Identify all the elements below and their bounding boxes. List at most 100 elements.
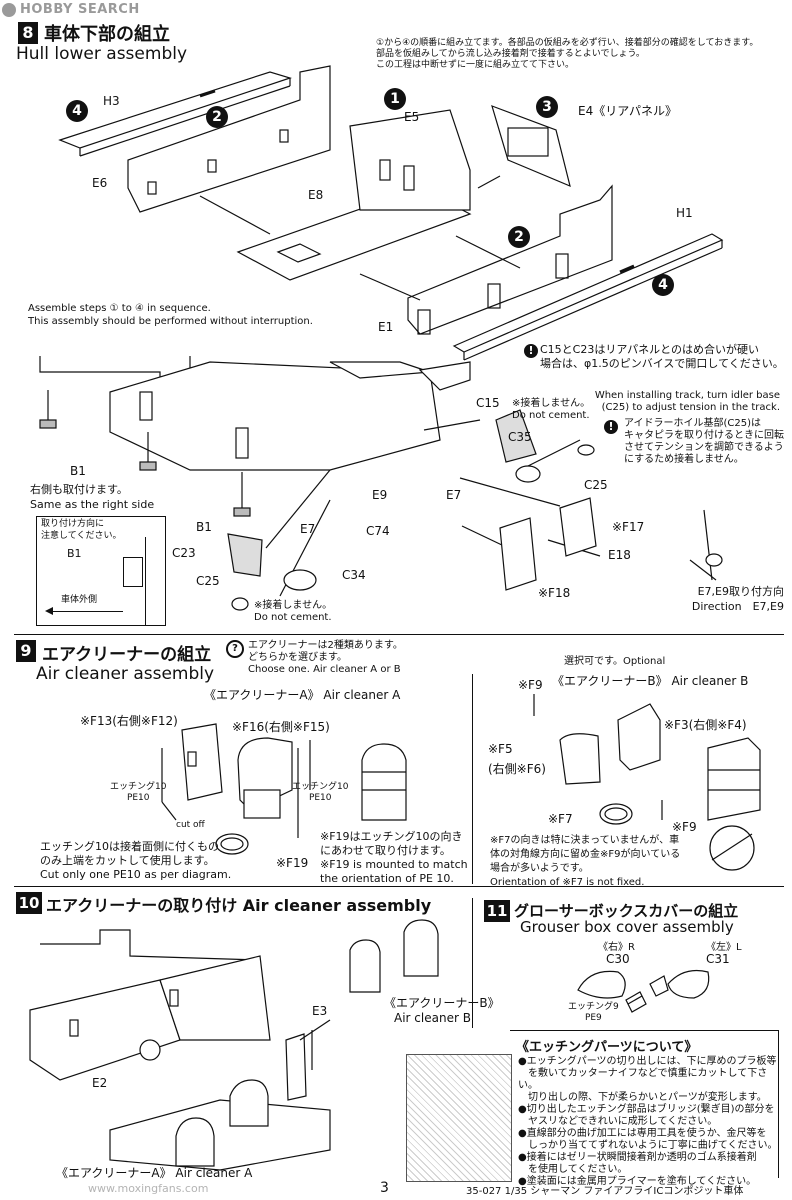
step-8-note-en-line1: Assemble steps ① to ④ in sequence. <box>28 303 211 314</box>
idler-note-jp: C15とC23はリアパネルとのはめ合いが硬い 場合は、φ1.5のピンバイスで開口… <box>540 343 784 371</box>
watermark-badge <box>2 3 16 17</box>
part-label-e3: E3 <box>312 1004 328 1018</box>
no-cement-jp: ※接着しません。 <box>512 398 591 409</box>
no-cement2-en: Do not cement. <box>254 612 332 623</box>
air-cleaner-b-title: 《エアクリーナーB》 Air cleaner B <box>552 674 749 688</box>
direction-note-jp-line1: 取り付け方向に <box>41 519 105 529</box>
e7-e9-direction-jp: E7,E9取り付方向 <box>697 585 784 598</box>
track-note-jp-line2: キャタピラを取り付けるときに回転 <box>624 430 784 441</box>
f7-note: ※F7の向きは特に決まっていませんが、車 体の対角線方向に留め金※F9が向いてい… <box>490 834 680 890</box>
etching-box-right-rule <box>778 1030 779 1178</box>
etching-note-6: ●直線部分の曲げ加工には専用工具を使うか、金尺等を <box>518 1128 767 1139</box>
pe10-label-right: エッチング10 PE10 <box>292 782 348 804</box>
part-label-f13: ※F13(右側※F12) <box>80 714 178 728</box>
step-9-number: 9 <box>16 640 36 662</box>
part-label-e9: E9 <box>372 488 388 502</box>
part-label-f18: ※F18 <box>538 586 571 600</box>
b1-note: 右側も取付けます。 Same as the right side <box>30 482 154 512</box>
step-8-note-jp-line2: 部品を仮組みしてから流し込み接着剤で接着するとよいでしょう。 <box>376 49 645 59</box>
etching-note-8: ●接着にはゼリー状瞬間接着剤か透明のゴム系接着剤 <box>518 1152 757 1163</box>
grouser-left-label: 《左》L <box>706 942 742 953</box>
pe10-cut-note-jp-line1: エッチング10は接着面側に付くもの <box>40 840 219 853</box>
f7-note-jp-line2: 体の対角線方向に留め金※F9が向いている <box>490 849 681 860</box>
air-cleaner-b-label-10: 《エアクリーナーB》 Air cleaner B <box>384 996 500 1026</box>
f19-note-en-line1: ※F19 is mounted to match <box>320 858 468 871</box>
step-circle-4-right: 4 <box>652 274 674 296</box>
part-label-c25-right: C25 <box>584 478 608 492</box>
step-circle-2-right: 2 <box>508 226 530 248</box>
part-label-f9-top: ※F9 <box>518 678 543 692</box>
etching-parts-title: 《エッチングパーツについて》 <box>516 1040 698 1055</box>
step-9-note-jp-line1: エアクリーナーは2種類あります。 <box>248 640 403 651</box>
part-label-c25-left: C25 <box>196 574 220 588</box>
step-10-title: エアクリーナーの取り付け Air cleaner assembly <box>46 896 432 915</box>
part-label-c34: C34 <box>342 568 366 582</box>
air-cleaner-b-label-10-jp: 《エアクリーナーB》 <box>384 996 500 1010</box>
idler-note-jp-line2: 場合は、φ1.5のピンバイスで開口してください。 <box>540 357 784 370</box>
part-label-e5: E5 <box>404 110 420 124</box>
divider-step9-ab <box>472 674 473 884</box>
part-label-c31: C31 <box>706 952 730 966</box>
etching-sheet-illustration <box>406 1054 512 1182</box>
air-cleaner-b-label-10-en: Air cleaner B <box>394 1011 471 1025</box>
no-cement-note-c25: ※接着しません。 Do not cement. <box>512 398 590 422</box>
part-label-b1-mid: B1 <box>196 520 212 534</box>
part-label-f6: (右側※F6) <box>488 762 546 776</box>
step-9-note: エアクリーナーは2種類あります。 どちらかを選びます。 Choose one. … <box>248 640 403 676</box>
step-11-title-en: Grouser box cover assembly <box>520 918 734 936</box>
track-note-en-line1: When installing track, turn idler base <box>594 390 780 401</box>
etching-note-10: ●塗装面には金属用プライマーを塗布してください。 <box>518 1176 757 1187</box>
f7-note-jp-line1: ※F7の向きは特に決まっていませんが、車 <box>490 835 680 846</box>
part-label-e6: E6 <box>92 176 108 190</box>
outside-arrow-head <box>45 607 53 615</box>
etching-note-7: しっかり当ててずれないように丁寧に曲げてください。 <box>518 1140 778 1151</box>
direction-box: 取り付け方向に 注意してください。 B1 車体外側 <box>36 516 166 626</box>
page-number: 3 <box>380 1180 389 1196</box>
part-label-c74: C74 <box>366 524 390 538</box>
track-note-en-line2: (C25) to adjust tension in the track. <box>601 402 780 413</box>
step-11-number: 11 <box>484 900 510 922</box>
air-cleaner-a-title: 《エアクリーナーA》 Air cleaner A <box>204 688 401 702</box>
f19-note-jp-line2: にあわせて取り付けます。 <box>320 844 451 857</box>
part-label-e1: E1 <box>378 320 394 334</box>
pe10-label-left-text: エッチング10 PE10 <box>110 782 167 803</box>
step-11-title-jp: グローサーボックスカバーの組立 <box>514 902 739 920</box>
watermark-text: HOBBY SEARCH <box>20 2 140 17</box>
step-circle-1: 1 <box>384 88 406 110</box>
step-9-title-jp: エアクリーナーの組立 <box>42 645 212 665</box>
step-10-number: 10 <box>16 892 42 914</box>
no-cement-note-c34: ※接着しません。 Do not cement. <box>254 600 332 624</box>
watermark-logo: HOBBY SEARCH <box>2 2 158 18</box>
step-8-title-en: Hull lower assembly <box>16 44 188 64</box>
part-label-f7: ※F7 <box>548 812 573 826</box>
etching-notes-list: ●エッチングパーツの切り出しには、下に厚めのプラ板等 を敷いてカッターナイフなど… <box>518 1056 780 1188</box>
outside-arrow-line <box>49 611 123 612</box>
step-8-note-en: Assemble steps ① to ④ in sequence. This … <box>28 302 313 328</box>
product-code: 35-027 1/35 シャーマン ファイアフライICコンポジット車体 <box>466 1186 744 1197</box>
track-note-en: When installing track, turn idler base (… <box>590 390 780 414</box>
b1-note-jp: 右側も取付けます。 <box>30 483 128 496</box>
no-cement-en: Do not cement. <box>512 410 590 421</box>
etching-parts-box: 《エッチングパーツについて》 ●エッチングパーツの切り出しには、下に厚めのプラ板… <box>406 1030 780 1187</box>
step-8-note-jp: ①から④の順番に組み立てます。各部品の仮組みを必ず行い、接着部分の確認をしておき… <box>376 38 786 71</box>
divider-step8-step9 <box>14 634 784 635</box>
step-9-note-en: Choose one. Air cleaner A or B <box>248 664 401 675</box>
b1-note-en: Same as the right side <box>30 498 155 511</box>
caution-icon-idler: ! <box>524 344 538 358</box>
step-circle-2-left: 2 <box>206 106 228 128</box>
part-label-f9-bottom: ※F9 <box>672 820 697 834</box>
f19-note-jp-line1: ※F19はエッチング10の向き <box>320 830 463 843</box>
part-label-h1: H1 <box>676 206 693 220</box>
cut-off-label: cut off <box>176 820 205 830</box>
part-label-c23: C23 <box>172 546 196 560</box>
pe10-label-left: エッチング10 PE10 <box>110 782 166 804</box>
pe10-label-right-text: エッチング10 PE10 <box>292 782 349 803</box>
part-label-c30: C30 <box>606 952 630 966</box>
e7-e9-direction-note: E7,E9取り付方向 Direction E7,E9 <box>674 584 784 614</box>
part-label-b1-box: B1 <box>67 547 82 560</box>
etching-note-1: ●エッチングパーツの切り出しには、下に厚めのプラ板等 <box>518 1056 777 1067</box>
part-label-e7-left: E7 <box>300 522 316 536</box>
hull-lower-diagram <box>58 65 724 361</box>
idler-note-jp-line1: C15とC23はリアパネルとのはめ合いが硬い <box>540 343 760 356</box>
air-cleaner-a-label-10: 《エアクリーナーA》 Air cleaner A <box>56 1166 253 1180</box>
